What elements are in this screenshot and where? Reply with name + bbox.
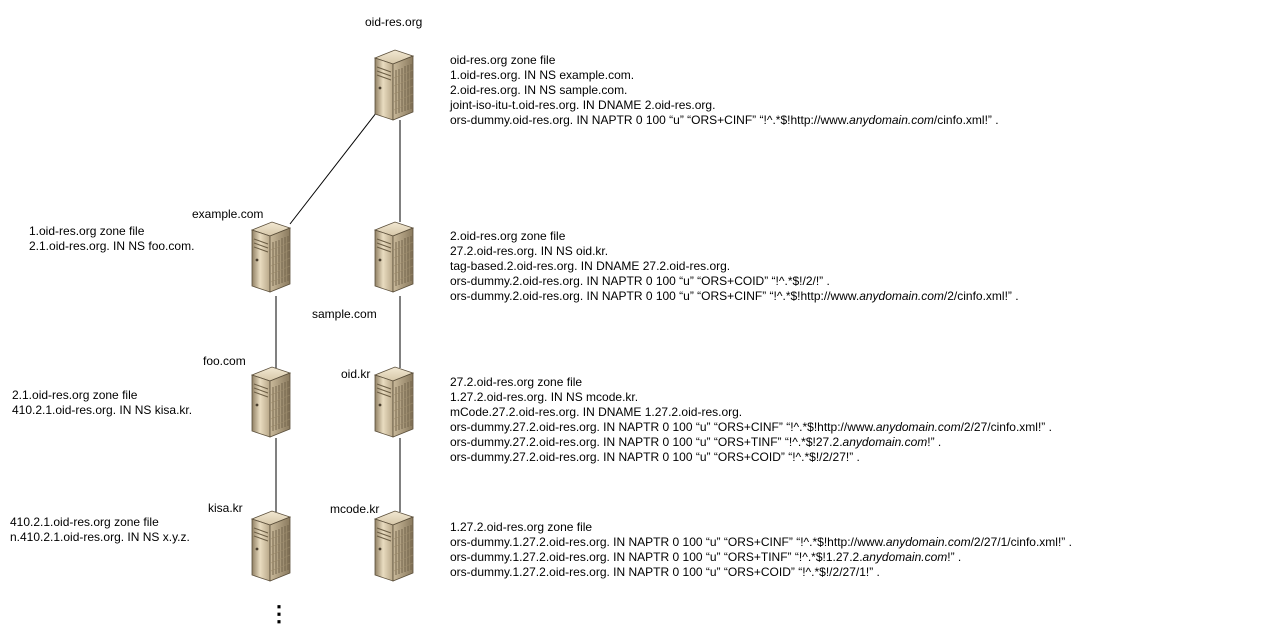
server-label-mcode-kr: mcode.kr xyxy=(330,502,380,516)
zone-record: ors-dummy.oid-res.org. IN NAPTR 0 100 “u… xyxy=(450,113,999,127)
server-icon xyxy=(251,510,291,582)
zone-record: 2.1.oid-res.org. IN NS foo.com. xyxy=(29,239,195,253)
server-icon xyxy=(374,510,414,582)
zone-record: ors-dummy.1.27.2.oid-res.org. IN NAPTR 0… xyxy=(450,565,880,579)
zone-file-title: 1.oid-res.org zone file xyxy=(29,224,145,238)
zone-file-title: 410.2.1.oid-res.org zone file xyxy=(10,515,159,529)
zone-record: 410.2.1.oid-res.org. IN NS kisa.kr. xyxy=(12,403,193,417)
zone-record: tag-based.2.oid-res.org. IN DNAME 27.2.o… xyxy=(450,259,731,273)
server-icon xyxy=(251,221,291,293)
zone-record: mCode.27.2.oid-res.org. IN DNAME 1.27.2.… xyxy=(450,405,743,419)
server-icon xyxy=(374,221,414,293)
zone-file-title: oid-res.org zone file xyxy=(450,53,556,67)
zone-file-title: 1.27.2.oid-res.org zone file xyxy=(450,520,593,534)
server-label-foo-com: foo.com xyxy=(203,354,246,368)
server-icon xyxy=(251,366,291,438)
zone-file-title: 2.1.oid-res.org zone file xyxy=(12,388,138,402)
zone-record: ors-dummy.27.2.oid-res.org. IN NAPTR 0 1… xyxy=(450,435,942,449)
edge-oid-res-org-example-com xyxy=(289,107,381,225)
zone-file-title: 27.2.oid-res.org zone file xyxy=(450,375,583,389)
server-icon xyxy=(374,366,414,438)
zone-record: joint-iso-itu-t.oid-res.org. IN DNAME 2.… xyxy=(450,98,716,112)
zone-record: n.410.2.1.oid-res.org. IN NS x.y.z. xyxy=(10,530,190,544)
zone-record: ors-dummy.27.2.oid-res.org. IN NAPTR 0 1… xyxy=(450,420,1052,434)
zone-record: 1.oid-res.org. IN NS example.com. xyxy=(450,68,635,82)
server-label-sample-com: sample.com xyxy=(312,307,377,321)
zone-record: ors-dummy.2.oid-res.org. IN NAPTR 0 100 … xyxy=(450,289,1019,303)
server-label-oid-kr: oid.kr xyxy=(341,367,371,381)
zone-record: ors-dummy.1.27.2.oid-res.org. IN NAPTR 0… xyxy=(450,550,962,564)
server-label-oid-res-org: oid-res.org xyxy=(365,15,423,29)
zone-record: ors-dummy.1.27.2.oid-res.org. IN NAPTR 0… xyxy=(450,535,1072,549)
zone-record: ors-dummy.27.2.oid-res.org. IN NAPTR 0 1… xyxy=(450,450,860,464)
zone-file-title: 2.oid-res.org zone file xyxy=(450,229,566,243)
continuation-ellipsis: ⋮ xyxy=(268,601,290,626)
zone-record: 1.27.2.oid-res.org. IN NS mcode.kr. xyxy=(450,390,639,404)
server-label-example-com: example.com xyxy=(192,207,264,221)
zone-record: 27.2.oid-res.org. IN NS oid.kr. xyxy=(450,244,609,258)
zone-record: 2.oid-res.org. IN NS sample.com. xyxy=(450,83,628,97)
server-label-kisa-kr: kisa.kr xyxy=(208,501,243,515)
zone-record: ors-dummy.2.oid-res.org. IN NAPTR 0 100 … xyxy=(450,274,830,288)
server-icon xyxy=(374,49,414,121)
